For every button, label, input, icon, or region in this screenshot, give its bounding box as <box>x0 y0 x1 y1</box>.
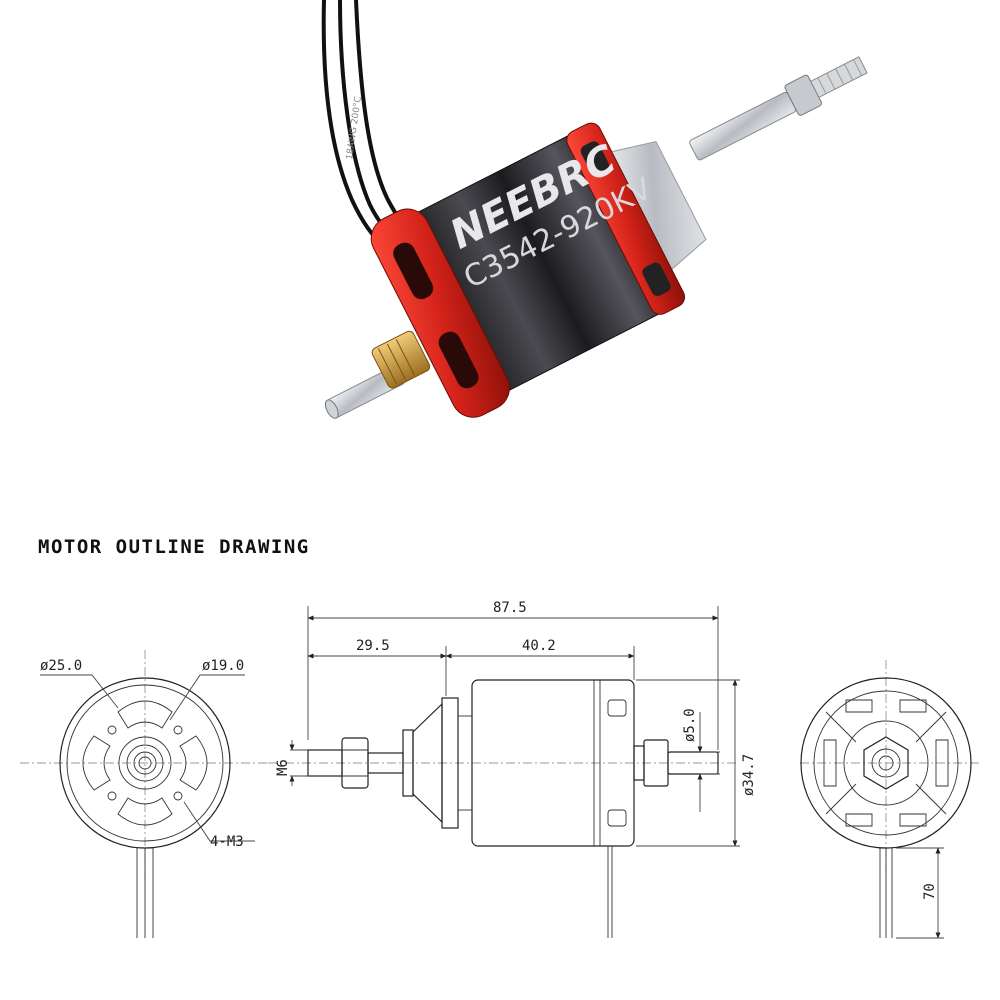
brass-collet <box>371 330 431 389</box>
rear-view: 70 <box>800 660 980 939</box>
dim-lead-length: 70 <box>922 883 938 900</box>
dim-body-length: 40.2 <box>522 638 556 654</box>
motor-photo: 18AWG 200°C NEEBRC C3542-920KV <box>321 0 868 419</box>
dim-shaft-dia: ø5.0 <box>682 708 698 742</box>
front-mount-holes: 4-M3 <box>210 834 244 850</box>
front-view: ø25.0 ø19.0 4-M3 <box>20 650 270 938</box>
dim-shaft-section: 29.5 <box>356 638 390 654</box>
front-outer-dia: ø25.0 <box>40 658 82 674</box>
side-view: 87.5 29.5 40.2 M6 ø5.0 ø34.7 <box>268 600 757 938</box>
front-inner-dia: ø19.0 <box>202 658 244 674</box>
dim-body-dia: ø34.7 <box>741 754 757 796</box>
outline-drawing: ø25.0 ø19.0 4-M3 <box>20 600 980 939</box>
front-shaft <box>689 56 868 161</box>
motor-body: NEEBRC C3542-920KV <box>370 122 707 418</box>
dim-thread: M6 <box>275 759 291 776</box>
drawing-title: MOTOR OUTLINE DRAWING <box>38 536 310 558</box>
dim-overall-length: 87.5 <box>493 600 527 616</box>
